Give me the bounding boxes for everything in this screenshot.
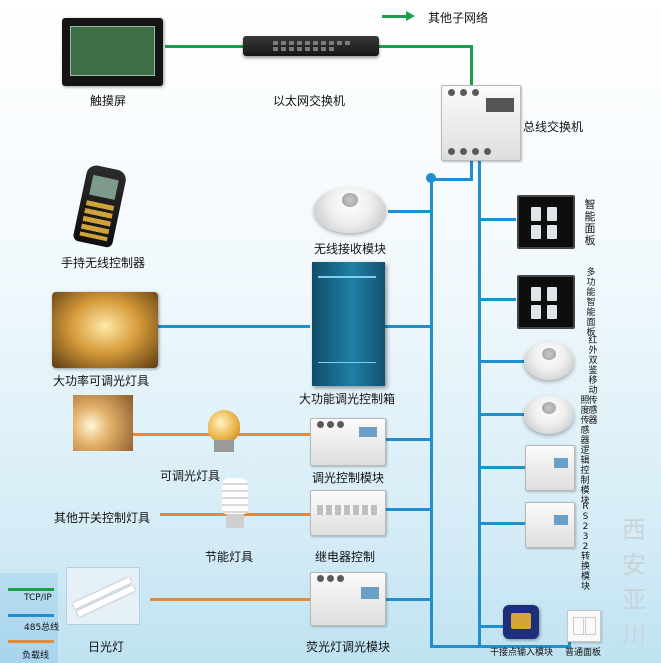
fluorescent-lamp-label: 日光灯 [88, 640, 125, 654]
logic-module-device [525, 445, 575, 491]
legend-bus-label: 485总线 [24, 623, 60, 633]
handheld-remote-label: 手持无线控制器 [61, 256, 146, 270]
touch-screen-device [62, 18, 163, 86]
bus-to-wireless [388, 210, 433, 213]
bus-to-dimbox [385, 325, 433, 328]
watermark-char-2: 安 [622, 551, 646, 579]
fluorescent-dimmer-device [310, 572, 386, 626]
bus-to-dimmer [383, 438, 433, 441]
lux-sensor-device [524, 396, 574, 434]
legend-load-label: 负载线 [22, 651, 50, 661]
bus-top-link [430, 178, 473, 181]
bus-from-switch [470, 158, 473, 178]
bus-switch-device [441, 85, 521, 161]
logic-module-label: 逻辑控制模块 [580, 446, 590, 506]
energy-saving-lamp-icon [222, 478, 248, 514]
dry-contact-label: 干接点输入模块 [490, 648, 554, 658]
bus-bottom [430, 645, 570, 648]
smart-panel-device [517, 195, 575, 249]
ir-sensor-device [524, 342, 574, 380]
normal-panel-label: 普通面板 [565, 648, 602, 658]
ethernet-switch-label: 以太网交换机 [273, 94, 346, 108]
lux-sensor-label: 照度传感器 [580, 396, 590, 446]
legend-ethernet-swatch [8, 588, 54, 591]
high-power-dimmer-box-label: 大功能调光控制箱 [299, 392, 396, 406]
wireless-module-label: 无线接收模块 [314, 242, 387, 256]
other-subnet-arrow-line [382, 15, 408, 18]
high-power-dimmer-box-device [312, 262, 385, 386]
multi-panel-device [517, 275, 575, 329]
bus-to-multi-panel [478, 298, 516, 301]
watermark-char-3: 亚 [622, 586, 646, 614]
handheld-remote-device [72, 163, 128, 249]
bus-to-lux-sensor [478, 413, 526, 416]
touch-screen-label: 触摸屏 [90, 94, 127, 108]
dimmable-lamp-label: 可调光灯具 [160, 469, 221, 483]
legend-ethernet-label: TCP/IP [24, 593, 52, 603]
legend-bus-swatch [8, 614, 54, 617]
ethernet-link-busswitch [378, 45, 472, 48]
dimmer-module-label: 调光控制模块 [312, 471, 385, 485]
bus-dimbox-to-lamp [158, 325, 310, 328]
rs232-module-label: RS232转换模块 [580, 502, 590, 592]
bus-to-relay [383, 508, 433, 511]
bus-to-fluor [383, 598, 433, 601]
dimmer-module-device [310, 418, 386, 466]
wall-lamp-photo [73, 395, 133, 451]
other-subnet-label: 其他子网络 [428, 11, 489, 25]
fluorescent-dimmer-label: 荧光灯调光模块 [306, 640, 391, 654]
energy-saving-lamp-base [226, 514, 244, 528]
rs232-module-device [525, 502, 575, 548]
dimmable-bulb-base [214, 440, 234, 452]
wireless-module-device [314, 187, 386, 233]
chandelier-lamp-device [52, 292, 158, 368]
bus-trunk-right [478, 158, 481, 648]
normal-panel-device [567, 610, 601, 642]
smart-panel-label: 智能面板 [584, 198, 596, 247]
relay-control-label: 继电器控制 [315, 550, 376, 564]
relay-control-device [310, 490, 386, 536]
fluorescent-lamp-photo [66, 567, 140, 625]
high-power-lamp-label: 大功率可调光灯具 [53, 374, 150, 388]
legend-load-swatch [8, 640, 54, 643]
multi-panel-label: 多功能智能面板 [586, 268, 596, 338]
bus-to-rs232 [478, 522, 526, 525]
bus-to-smart-panel [478, 218, 516, 221]
watermark-char-1: 西 [622, 516, 646, 544]
dry-contact-device [503, 605, 539, 639]
arrow-right-icon [406, 11, 415, 21]
ethernet-link-busswitch-v [470, 45, 473, 90]
bus-switch-label: 总线交换机 [523, 120, 584, 134]
watermark-char-4: 川 [622, 621, 646, 649]
other-switch-lamp-label: 其他开关控制灯具 [54, 511, 151, 525]
energy-saving-lamp-label: 节能灯具 [205, 550, 254, 564]
ir-sensor-label: 红外双鉴移动传感器 [588, 336, 598, 426]
bus-trunk-left [430, 178, 433, 646]
bus-to-dry-contact [478, 625, 518, 628]
bus-to-logic [478, 466, 526, 469]
ethernet-link-touch [165, 45, 245, 48]
load-fluorescent [150, 598, 310, 601]
bus-to-ir-sensor [478, 360, 526, 363]
dimmable-bulb-icon [208, 410, 240, 442]
ethernet-switch-device [243, 36, 379, 56]
